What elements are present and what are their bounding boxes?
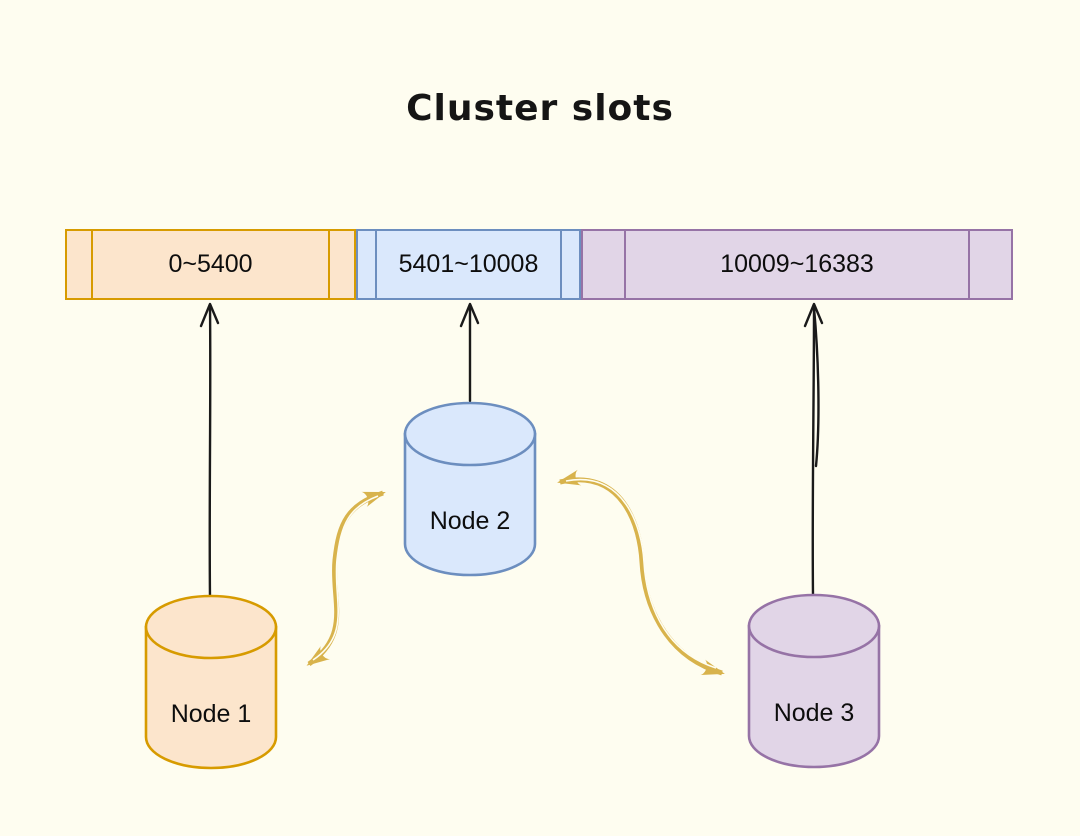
slot-range-label: 0~5400 xyxy=(168,250,253,278)
slot-arrow-node3 xyxy=(803,302,824,598)
node1-cylinder: Node 1 xyxy=(144,594,278,770)
slot-arrow-node1 xyxy=(199,302,220,600)
slot-segment-node3: 10009~16383 xyxy=(581,229,1013,300)
link-arrow-node1-node2 xyxy=(306,490,386,667)
slot-range-label: 10009~16383 xyxy=(720,250,874,278)
node-label: Node 1 xyxy=(170,700,252,728)
slot-segment-node1: 0~5400 xyxy=(65,229,356,300)
database-cylinder-icon xyxy=(403,401,537,577)
segment-divider xyxy=(583,231,626,298)
node-label: Node 2 xyxy=(429,507,511,535)
node-label: Node 3 xyxy=(773,699,855,727)
slot-range-label: 5401~10008 xyxy=(398,250,539,278)
database-cylinder-icon xyxy=(747,593,881,769)
node2-cylinder: Node 2 xyxy=(403,401,537,577)
segment-divider xyxy=(67,231,93,298)
segment-divider xyxy=(328,231,354,298)
link-arrow-node2-node3 xyxy=(557,469,725,676)
slot-segment-node2: 5401~10008 xyxy=(356,229,581,300)
segment-divider xyxy=(560,231,579,298)
slot-arrow-node2 xyxy=(459,302,480,403)
segment-divider xyxy=(968,231,1011,298)
cluster-slots-bar: 0~5400 5401~10008 10009~16383 xyxy=(65,229,1013,300)
node3-cylinder: Node 3 xyxy=(747,593,881,769)
database-cylinder-icon xyxy=(144,594,278,770)
diagram-title: Cluster slots xyxy=(406,88,674,129)
segment-divider xyxy=(358,231,377,298)
